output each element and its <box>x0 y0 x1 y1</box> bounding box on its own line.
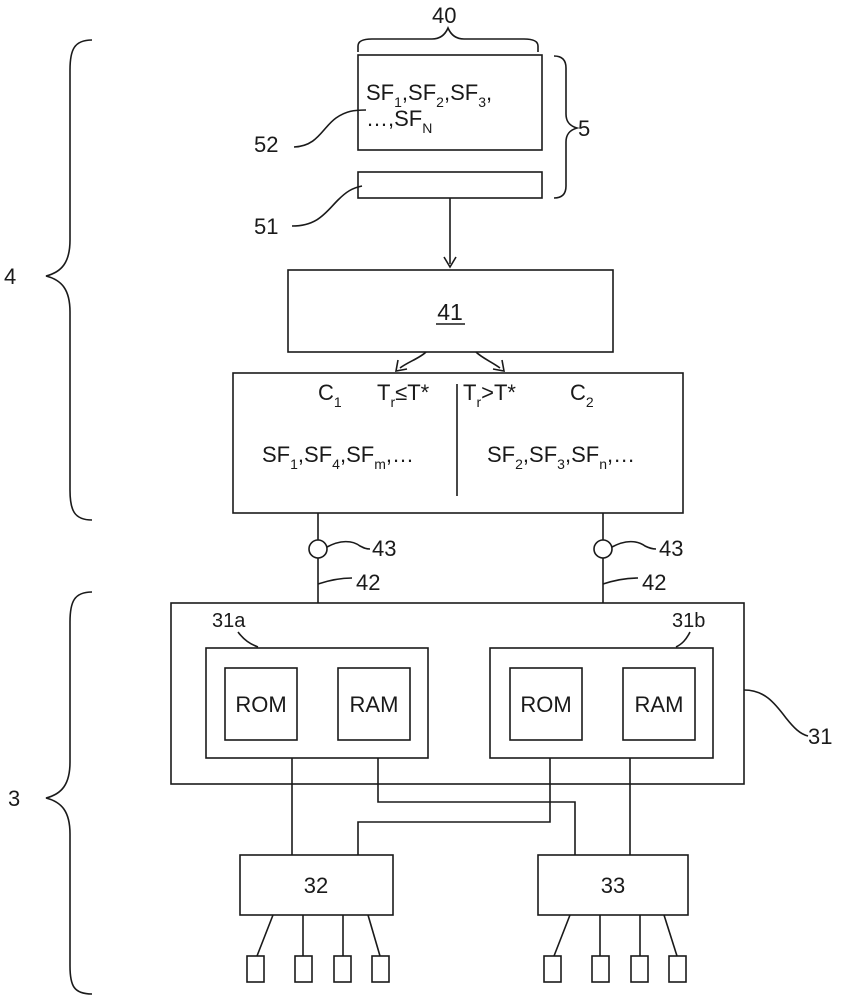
brace-3 <box>45 591 93 995</box>
unit-33-lead-4 <box>663 914 678 957</box>
storage-box-52 <box>357 54 543 151</box>
leader-42-right <box>602 577 639 585</box>
ref-label-51: 51 <box>254 214 278 239</box>
ref-label-31: 31 <box>808 724 832 749</box>
ref-label-31b: 31b <box>672 610 705 632</box>
arrowhead-41-to-c2 <box>492 359 505 372</box>
arrow-41-to-c2 <box>475 351 501 369</box>
unit-32-lead-1 <box>256 914 274 957</box>
unit-32 <box>239 854 394 916</box>
leader-43-right <box>611 540 657 550</box>
wire-31b-to-32 <box>357 758 551 855</box>
ref-label-4: 4 <box>4 264 16 289</box>
unit-33-terminal-1 <box>543 955 562 983</box>
ram-left-label: RAM <box>350 692 399 717</box>
wire-31a-to-33 <box>377 758 576 855</box>
connector-43-right <box>593 539 613 559</box>
processing-box-41 <box>287 269 614 353</box>
leader-51 <box>291 185 363 227</box>
storage-list-line1: SF1,SF2,SF3, <box>366 80 492 110</box>
unit-32-terminal-1 <box>246 955 265 983</box>
leader-31b <box>675 631 691 648</box>
ref-label-33: 33 <box>601 873 625 898</box>
ref-label-42-left: 42 <box>356 570 380 595</box>
ref-label-42-right: 42 <box>642 570 666 595</box>
arrow-41-to-c1 <box>399 351 427 369</box>
unit-32-lead-4 <box>367 914 381 957</box>
unit-33-lead-1 <box>553 914 571 957</box>
leader-42-left <box>317 577 353 585</box>
leader-31a <box>237 631 259 648</box>
unit-32-terminal-4 <box>371 955 390 983</box>
leader-31 <box>743 689 809 737</box>
rom-left <box>224 667 298 741</box>
brace-5 <box>553 55 580 199</box>
ref-label-31a: 31a <box>212 610 246 632</box>
input-bar-51 <box>357 171 543 199</box>
connector-43-left <box>308 539 328 559</box>
unit-33-terminal-4 <box>668 955 687 983</box>
leader-52 <box>293 109 367 148</box>
ref-label-32: 32 <box>304 873 328 898</box>
ref-label-52: 52 <box>254 132 278 157</box>
brace-4 <box>45 39 93 521</box>
unit-32-terminal-2 <box>294 955 313 983</box>
unit-33 <box>537 854 689 916</box>
arrowhead-51-to-41 <box>443 256 457 269</box>
unit-32-terminal-3 <box>333 955 352 983</box>
condition-left: Tr≤T* <box>377 380 430 410</box>
arrowhead-41-to-c1 <box>395 359 408 372</box>
class-label-c1: C1 <box>318 380 342 410</box>
brace-40 <box>357 25 539 52</box>
leader-43-left <box>326 540 371 550</box>
ram-left <box>337 667 411 741</box>
ref-label-40: 40 <box>432 3 456 28</box>
ref-label-41: 41 <box>437 299 463 325</box>
rom-right-label: ROM <box>520 692 571 717</box>
ref-label-43-right: 43 <box>659 536 683 561</box>
unit-33-terminal-2 <box>591 955 610 983</box>
right-class-list: SF2,SF3,SFn,… <box>487 442 635 472</box>
unit-33-terminal-3 <box>630 955 649 983</box>
left-class-list: SF1,SF4,SFm,… <box>262 442 414 472</box>
ref-label-5: 5 <box>578 116 590 141</box>
ref-label-43-left: 43 <box>372 536 396 561</box>
ram-right-label: RAM <box>635 692 684 717</box>
rom-left-label: ROM <box>235 692 286 717</box>
condition-right: Tr>T* <box>463 380 516 410</box>
storage-list-line2: …,SFN <box>366 106 432 136</box>
ram-right <box>622 667 696 741</box>
class-label-c2: C2 <box>570 380 594 410</box>
ref-label-3: 3 <box>8 786 20 811</box>
rom-right <box>509 667 583 741</box>
classifier-box <box>232 372 684 514</box>
